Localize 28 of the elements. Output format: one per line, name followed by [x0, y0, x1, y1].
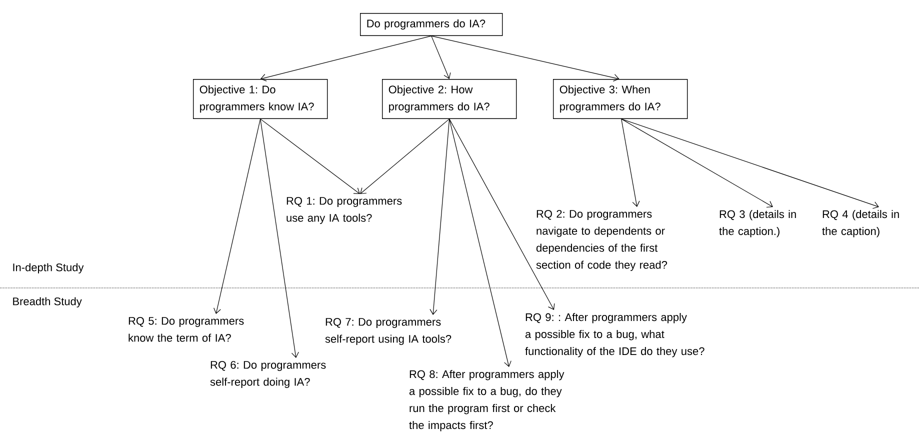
research-question: RQ 6: Do programmers self-report doing IA? — [210, 361, 326, 388]
arrow — [260, 118, 299, 358]
arrow — [621, 118, 879, 209]
research-question: RQ 1: Do programmers use any IA tools? — [286, 197, 402, 224]
research-question: RQ 2: Do programmers navigate to dependents or dependencies of the first section of code they read? — [536, 210, 668, 271]
arrow — [431, 36, 451, 79]
question-box: Objective 2: How programmers do IA? — [382, 79, 517, 119]
arrow — [360, 118, 450, 194]
arrow — [260, 36, 432, 82]
research-question: RQ 4 (details in the caption) — [822, 210, 899, 238]
research-question: RQ 5: Do programmers know the term of IA? — [128, 317, 244, 342]
question-box: Objective 3: When programmers do IA? — [553, 79, 688, 119]
research-question: RQ 9: : After programmers apply a possible fix to a bug, what functionality of the IDE do they use? — [525, 313, 704, 358]
study-label: In-depth Study — [13, 263, 84, 274]
arrow — [430, 118, 450, 315]
arrow — [449, 118, 512, 367]
arrow — [431, 36, 620, 82]
question-box: Do programmers do IA? — [360, 13, 503, 36]
arrow — [214, 118, 261, 314]
research-question: RQ 7: Do programmers self-report using IA tools? — [325, 318, 452, 345]
arrow — [449, 118, 555, 310]
research-question: RQ 8: After programmers apply a possible fix to a bug, do they run the program first or check the impacts first? — [409, 370, 564, 432]
arrow — [621, 118, 640, 207]
question-box: Objective 1: Do programmers know IA? — [193, 79, 328, 119]
study-label: Breadth Study — [13, 297, 82, 308]
arrow — [260, 118, 360, 194]
arrow — [621, 118, 773, 208]
research-question: RQ 3 (details in the caption.) — [719, 210, 796, 238]
